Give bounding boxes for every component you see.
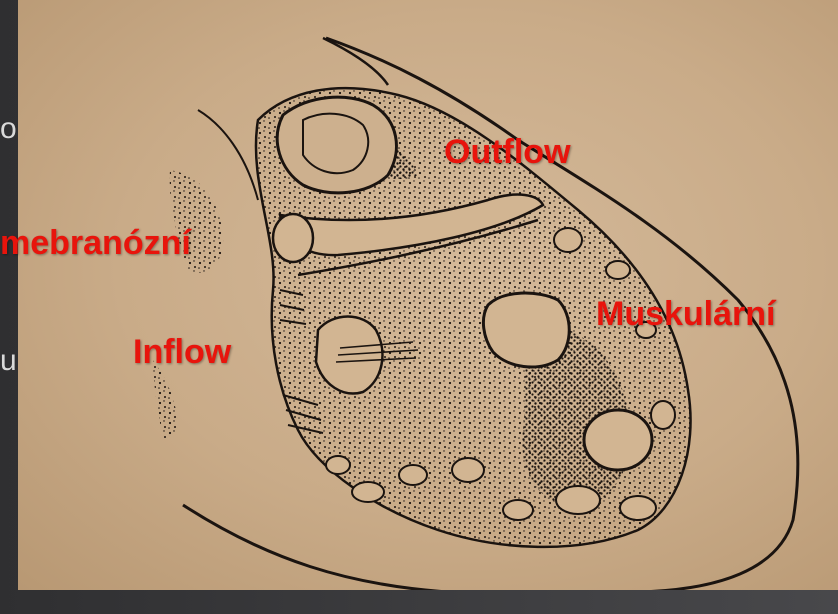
slide-text-fragment: u (0, 344, 17, 378)
right-cavity (554, 228, 582, 252)
label-inflow: Inflow (133, 333, 231, 372)
membranous-cavity (273, 214, 313, 262)
label-outflow: Outflow (444, 133, 571, 172)
outflow-cavity (277, 97, 396, 193)
lower-cavity (399, 465, 427, 485)
lower-cavity (452, 458, 484, 482)
lower-cavity (503, 500, 533, 520)
label-muscular: Muskulární (596, 295, 775, 334)
lower-cavity (556, 486, 600, 514)
lower-cavity (584, 410, 652, 470)
lower-cavity (620, 496, 656, 520)
right-cavity (606, 261, 630, 279)
muscular-cavity (483, 293, 569, 367)
lower-cavity (326, 456, 350, 474)
lower-cavity (352, 482, 384, 502)
septum-drawing-photo: Outflow Muskulární Inflow (18, 0, 838, 590)
upper-wall-outline (323, 38, 388, 85)
left-curve-outline (198, 110, 258, 200)
lower-left-leaflet (153, 360, 178, 440)
lower-cavity (651, 401, 675, 429)
label-membranous: mebranózní (0, 224, 191, 263)
